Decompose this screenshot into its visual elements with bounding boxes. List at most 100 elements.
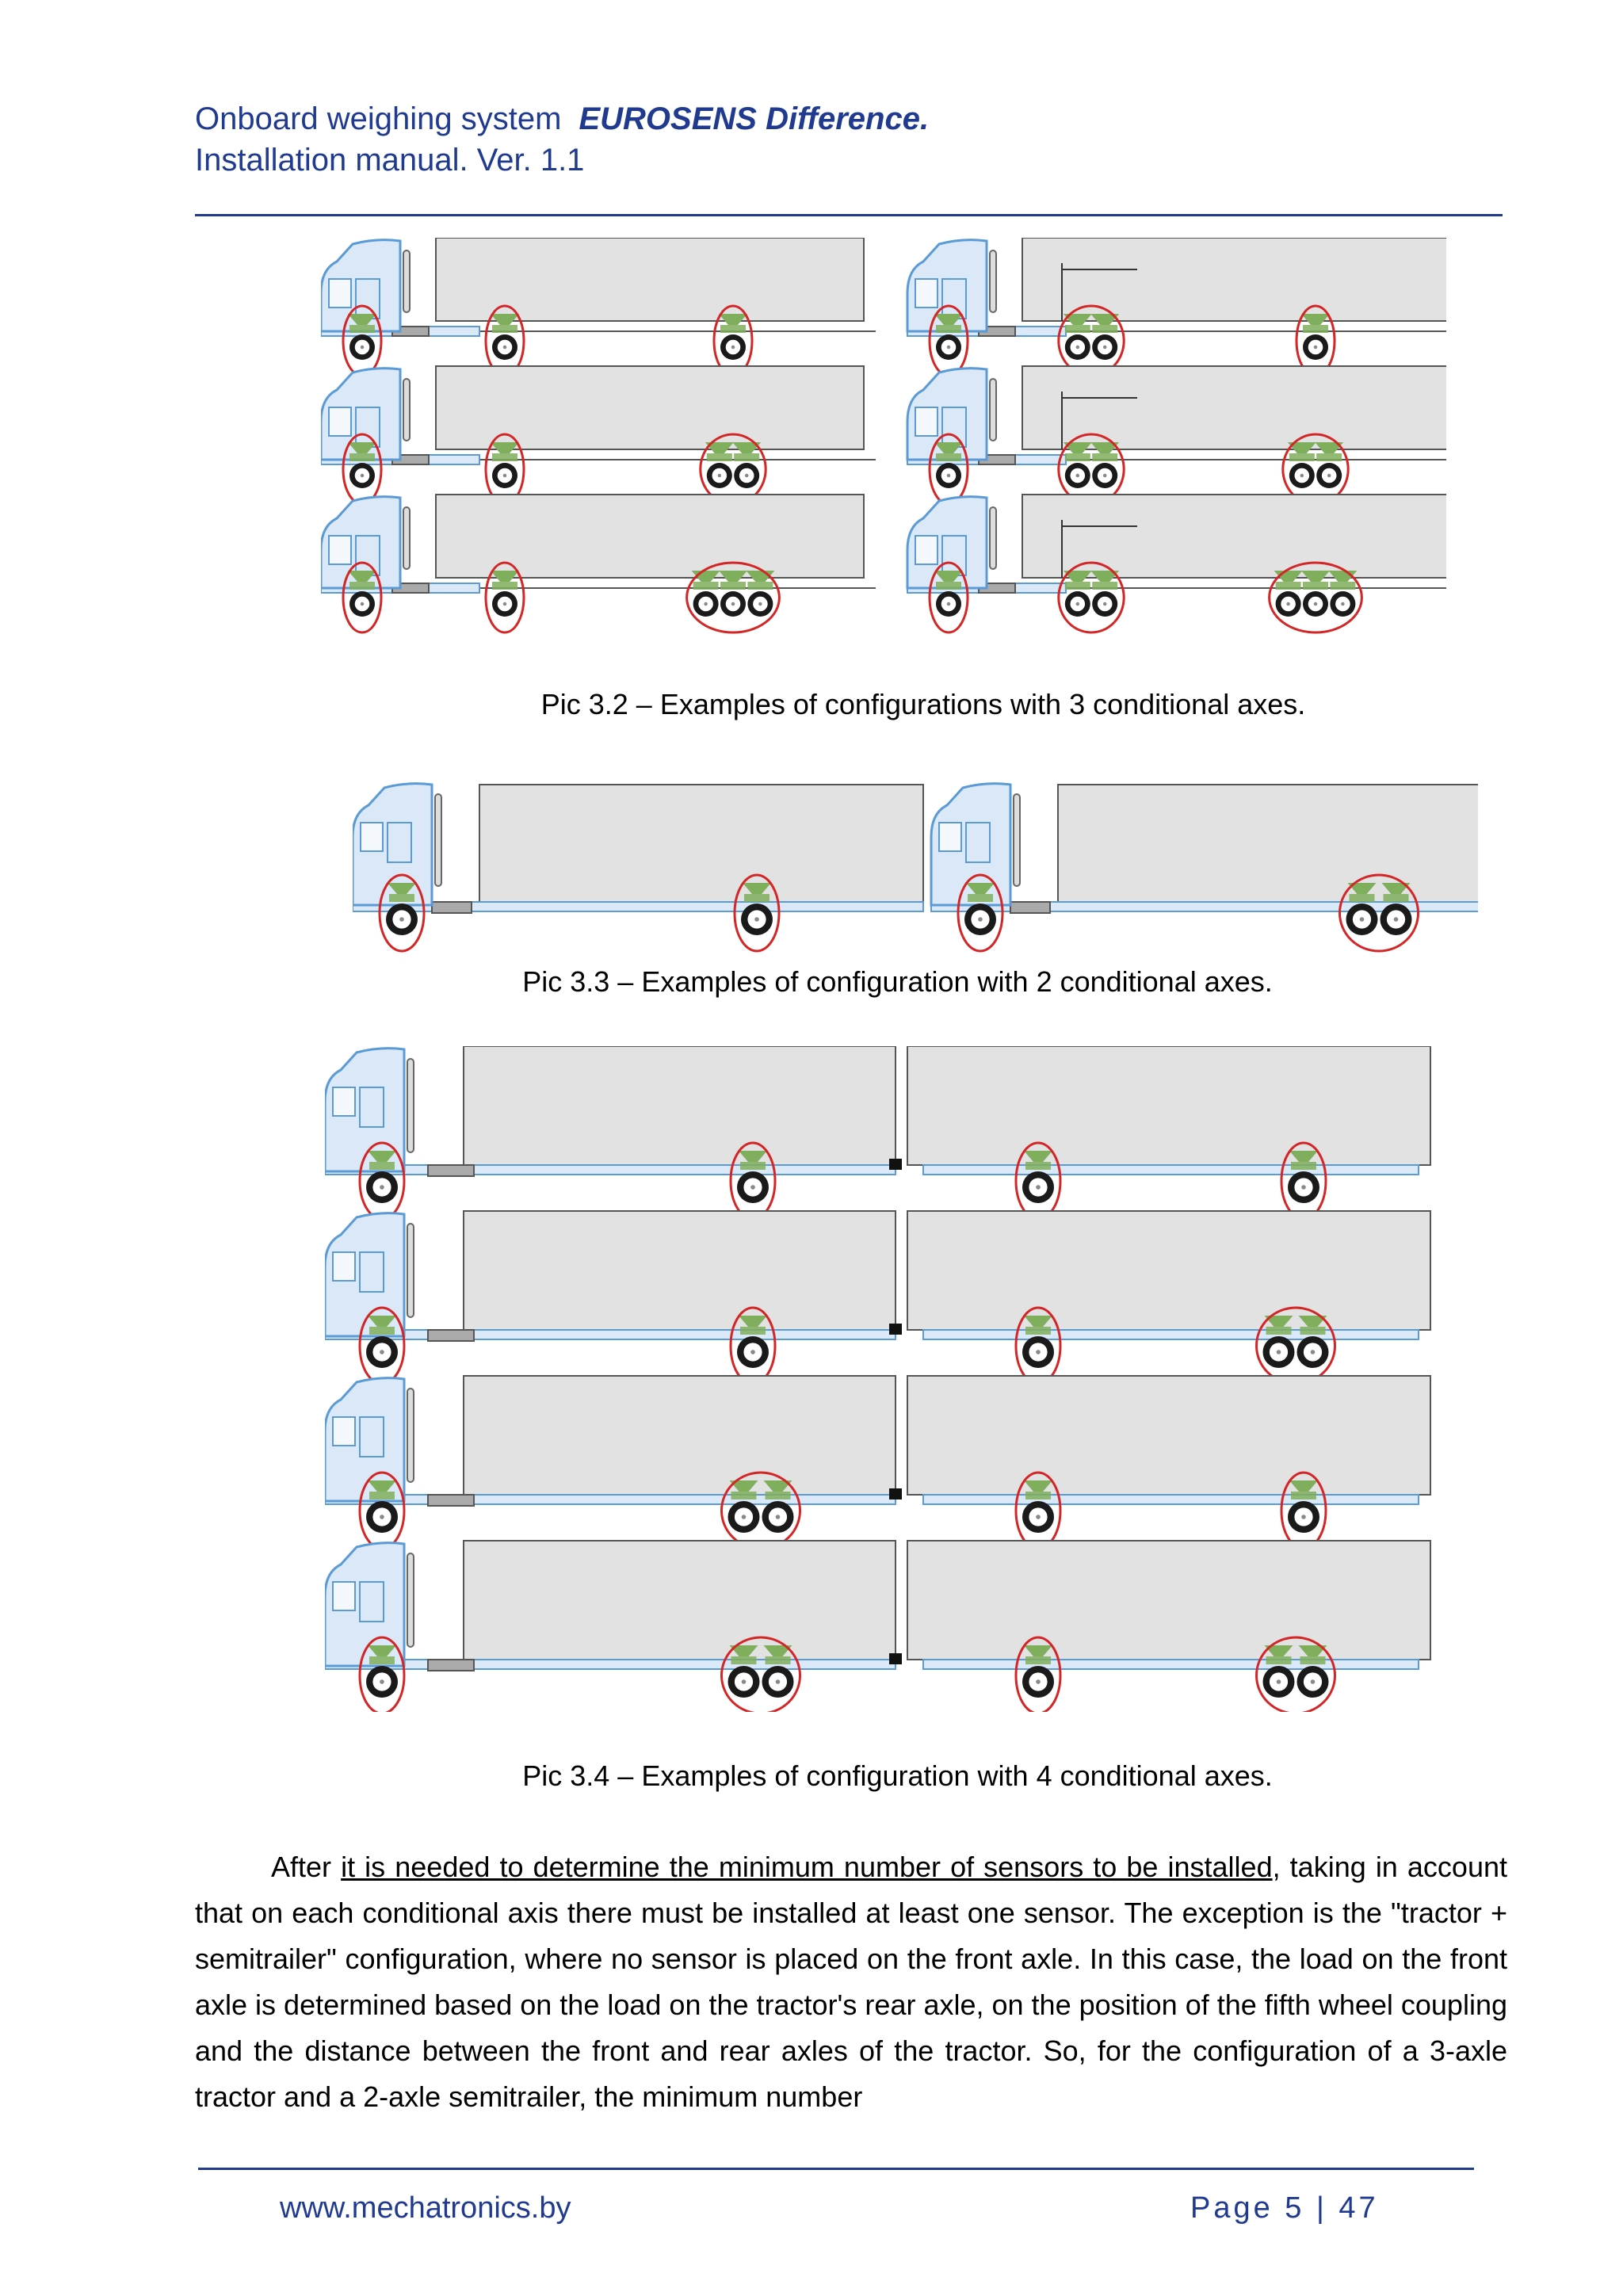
axle-group-ring xyxy=(1268,561,1363,634)
cab-window xyxy=(915,535,938,565)
wheel-center xyxy=(502,473,507,478)
wheel-center xyxy=(1102,345,1107,350)
sensor-marker xyxy=(739,1316,767,1327)
footer-url: www.mechatronics.by xyxy=(280,2191,571,2225)
cargo-body xyxy=(435,238,865,322)
cargo-body xyxy=(907,1375,1431,1496)
cab-window xyxy=(328,535,352,565)
sensor-marker xyxy=(1264,1316,1293,1327)
sensor-marker-base xyxy=(1092,453,1118,461)
sensor-marker xyxy=(719,571,747,582)
sensor-marker-base xyxy=(369,1327,395,1335)
axle-group-ring xyxy=(378,873,426,953)
sensor-marker xyxy=(1301,314,1330,325)
exhaust-stack xyxy=(407,1553,414,1648)
axle-group-ring xyxy=(685,561,781,634)
exhaust-stack xyxy=(989,250,997,313)
cab-door xyxy=(965,822,991,863)
sensor-marker-base xyxy=(1266,1656,1292,1664)
cargo-body xyxy=(907,1540,1431,1660)
sensor-marker-base xyxy=(936,582,961,590)
cargo-body xyxy=(463,1375,896,1496)
vehicle-truck-trailer xyxy=(325,1375,1431,1550)
sensor-marker xyxy=(729,1480,758,1492)
sensor-marker-base xyxy=(1064,325,1090,333)
cab-window xyxy=(332,1581,356,1611)
wheel-center xyxy=(1310,1350,1316,1354)
wheel-center xyxy=(399,917,404,922)
sensor-marker xyxy=(763,1480,792,1492)
wheel-center xyxy=(380,1185,384,1190)
wheel-center xyxy=(946,345,951,350)
wheel-center xyxy=(380,1515,384,1519)
chassis-frame xyxy=(325,1164,896,1175)
sensor-marker xyxy=(719,314,747,325)
sensor-marker-base xyxy=(349,325,375,333)
sensor-marker-base xyxy=(1330,582,1356,590)
exhaust-stack xyxy=(403,506,411,570)
wheel-center xyxy=(754,917,759,922)
chassis-frame xyxy=(922,1659,1419,1670)
wheel-center xyxy=(1075,473,1080,478)
wheel-center xyxy=(1102,473,1107,478)
axle-group-ring xyxy=(928,561,969,634)
sensor-marker-base xyxy=(740,1162,766,1170)
sensor-marker xyxy=(388,883,416,894)
tow-coupling xyxy=(889,1653,902,1664)
sensor-marker xyxy=(368,1645,396,1656)
sensor-marker xyxy=(1289,1151,1318,1162)
chassis-frame xyxy=(922,1329,1419,1340)
wheel-center xyxy=(502,345,507,350)
sensor-marker xyxy=(1347,883,1377,894)
exhaust-stack xyxy=(989,378,997,441)
sensor-marker xyxy=(1287,442,1316,453)
chassis-frame xyxy=(922,1164,1419,1175)
wheel-center xyxy=(1301,1515,1306,1519)
exhaust-stack xyxy=(403,378,411,441)
wheel-center xyxy=(946,602,951,606)
sensor-marker-base xyxy=(720,582,746,590)
sensor-marker xyxy=(739,1151,767,1162)
axle-group-ring xyxy=(733,873,781,953)
cab-door xyxy=(359,1416,384,1457)
caption-pic-3-2: Pic 3.2 – Examples of configurations wit… xyxy=(540,688,1306,720)
sensor-marker-base xyxy=(369,1162,395,1170)
sensor-marker-base xyxy=(1303,325,1328,333)
cab-door xyxy=(359,1581,384,1622)
caption-pic-3-3: Pic 3.3 – Examples of configuration with… xyxy=(522,965,1273,998)
cargo-body xyxy=(1057,784,1478,903)
wheel-center xyxy=(380,1350,384,1354)
vehicle-rigid-truck xyxy=(930,782,1478,953)
figure-pic-3-3 xyxy=(353,782,1478,953)
sensor-marker-base xyxy=(389,894,414,902)
sensor-marker xyxy=(966,883,995,894)
chassis-frame xyxy=(325,1659,896,1670)
wheel-center xyxy=(758,602,762,606)
step-box xyxy=(431,901,472,914)
sensor-marker xyxy=(934,571,963,582)
sensor-marker-base xyxy=(1300,1656,1326,1664)
sensor-marker-base xyxy=(1092,325,1118,333)
sensor-marker-base xyxy=(740,1327,766,1335)
cargo-body xyxy=(435,365,865,450)
sensor-marker xyxy=(1301,571,1330,582)
cab-window xyxy=(332,1087,356,1117)
sensor-marker xyxy=(491,571,519,582)
vehicle-truck-trailer xyxy=(325,1540,1431,1712)
cab-door xyxy=(387,822,412,863)
sensor-marker-base xyxy=(1300,1327,1326,1335)
wheel-center xyxy=(717,473,722,478)
axle-group-ring xyxy=(1057,561,1125,634)
sensor-marker xyxy=(732,442,762,453)
figure-pic-3-4 xyxy=(325,1046,1431,1712)
exhaust-stack xyxy=(403,250,411,313)
wheel-center xyxy=(1036,1185,1041,1190)
sensor-marker xyxy=(729,1645,758,1656)
body-paragraph: After it is needed to determine the mini… xyxy=(195,1844,1507,2120)
cargo-body xyxy=(479,784,924,903)
exhaust-stack xyxy=(407,1058,414,1153)
sensor-marker xyxy=(491,314,519,325)
wheel-center xyxy=(1276,1350,1281,1354)
wheel-center xyxy=(360,602,365,606)
wheel-center xyxy=(1075,602,1080,606)
